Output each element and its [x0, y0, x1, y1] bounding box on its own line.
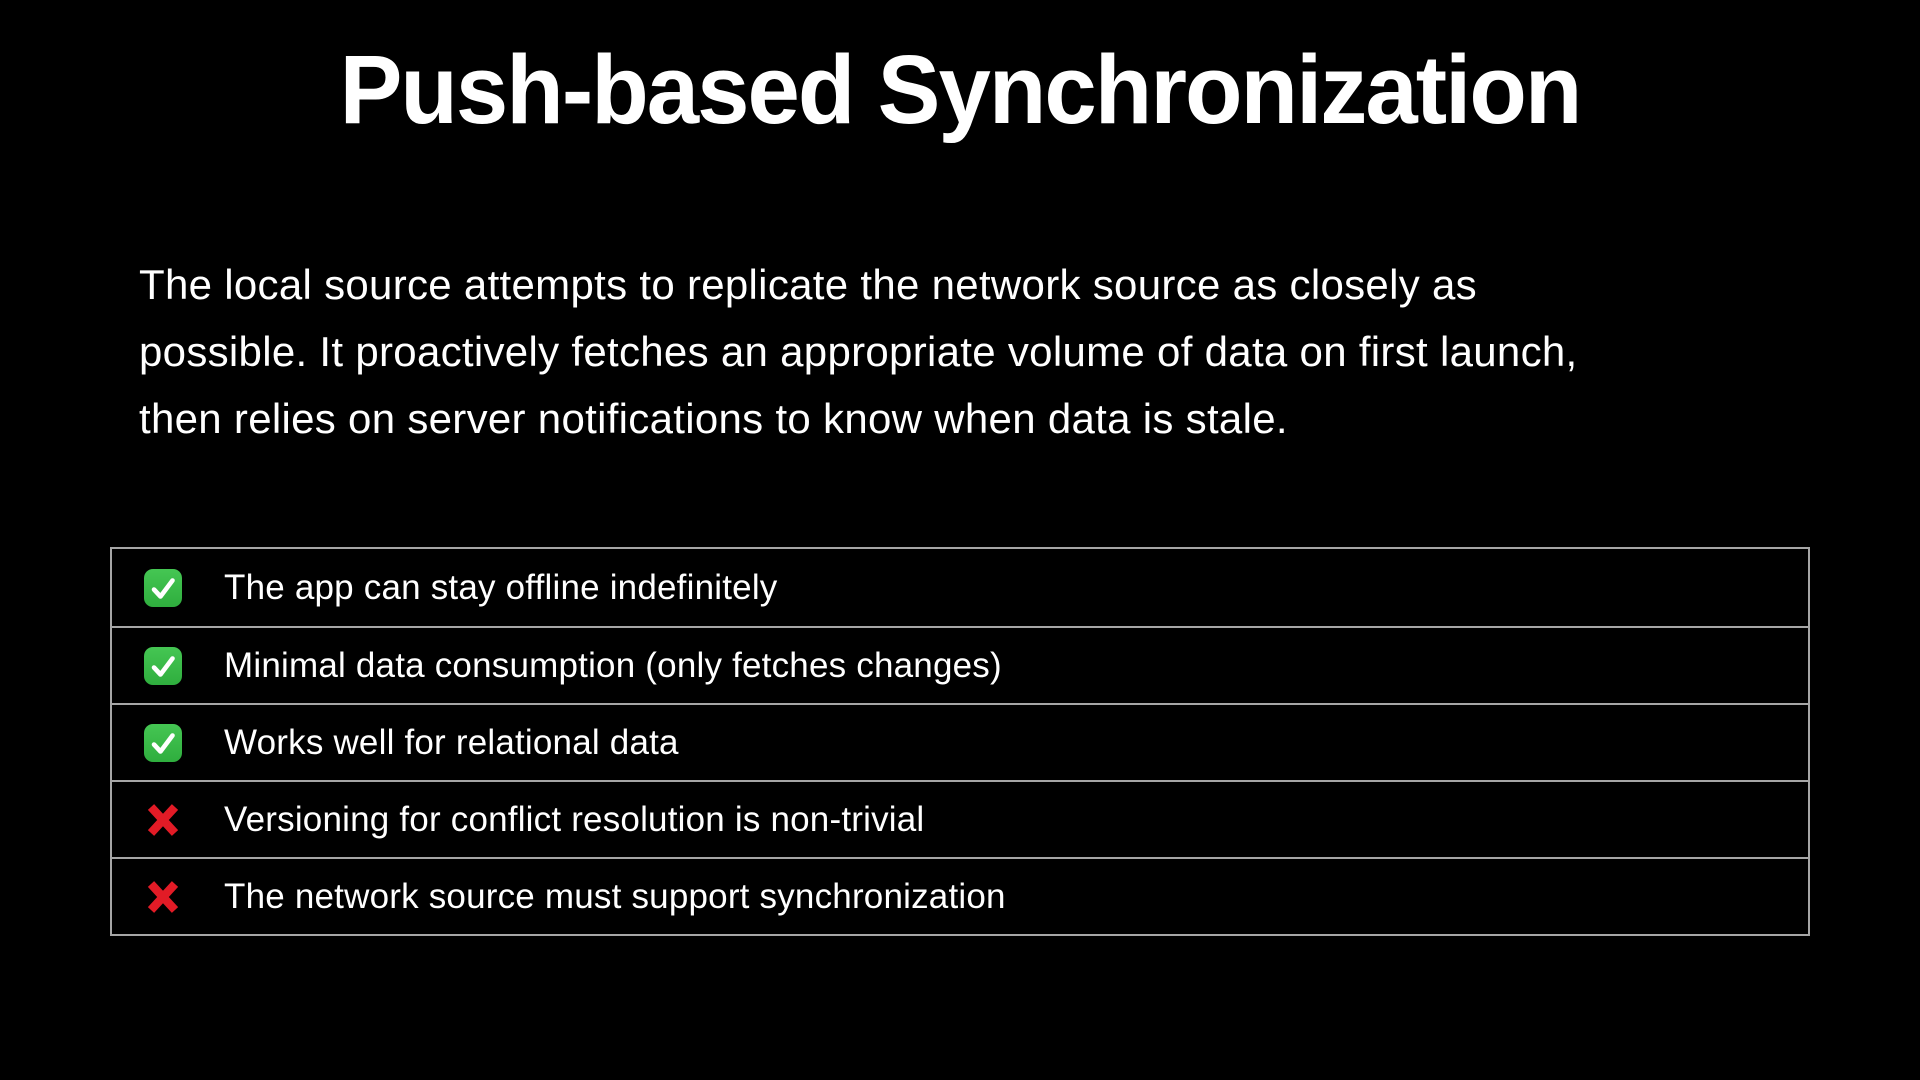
- description-line: The local source attempts to replicate t…: [139, 261, 1477, 308]
- description-line: then relies on server notifications to k…: [139, 395, 1288, 442]
- cross-icon: [143, 800, 183, 840]
- check-icon: [143, 723, 183, 763]
- row-label: Minimal data consumption (only fetches c…: [224, 645, 1002, 685]
- row-label: Works well for relational data: [224, 722, 679, 762]
- cross-icon: [143, 877, 183, 917]
- row-label: Versioning for conflict resolution is no…: [224, 799, 925, 839]
- check-icon: [143, 568, 183, 608]
- table-row: Works well for relational data: [112, 703, 1808, 780]
- slide-description: The local source attempts to replicate t…: [139, 251, 1839, 452]
- row-label: The app can stay offline indefinitely: [224, 567, 778, 607]
- table-row: Versioning for conflict resolution is no…: [112, 780, 1808, 857]
- table-row: The network source must support synchron…: [112, 857, 1808, 934]
- pros-cons-table: The app can stay offline indefinitely Mi…: [110, 547, 1810, 936]
- row-label: The network source must support synchron…: [224, 876, 1006, 916]
- description-line: possible. It proactively fetches an appr…: [139, 328, 1578, 375]
- slide-title: Push-based Synchronization: [339, 35, 1583, 144]
- table-row: The app can stay offline indefinitely: [112, 549, 1808, 626]
- check-icon: [143, 646, 183, 686]
- table-row: Minimal data consumption (only fetches c…: [112, 626, 1808, 703]
